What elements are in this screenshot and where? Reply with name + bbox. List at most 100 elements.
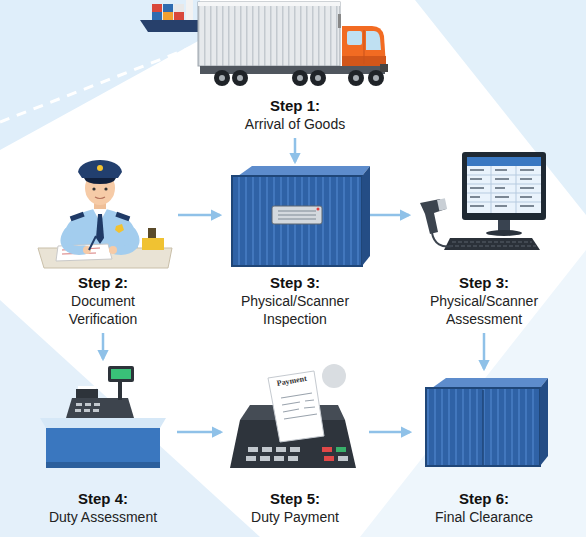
flow-arrow [483, 333, 486, 369]
duty-counter [75, 409, 81, 412]
inspection-container [232, 166, 370, 266]
connectors [103, 138, 484, 432]
computer-terminal [495, 178, 509, 180]
customs-officer [115, 212, 130, 221]
duty-counter [93, 409, 99, 412]
step-node: Step 2:Document Verification [32, 148, 174, 330]
step-label: Final Clearance [435, 508, 533, 526]
computer-terminal [520, 178, 532, 180]
payment-terminal [274, 456, 284, 461]
truck [338, 14, 341, 28]
payment-terminal [246, 456, 256, 461]
inspection-container [232, 176, 362, 266]
step-node: Step 5:Duty Payment [225, 362, 365, 528]
computer-terminal [462, 152, 546, 220]
truck [366, 31, 381, 50]
payment-terminal [322, 364, 346, 388]
truck [232, 70, 248, 86]
computer-terminal [495, 205, 507, 207]
cargo-ship [152, 4, 162, 12]
duty-counter [118, 380, 122, 400]
truck [237, 75, 243, 81]
duty-counter [46, 428, 160, 468]
truck [198, 2, 340, 6]
computer-terminal [432, 233, 452, 246]
step-number: Step 5: [270, 490, 320, 508]
truck [297, 75, 303, 81]
truck [347, 31, 362, 45]
truck [214, 70, 230, 86]
truck [380, 64, 388, 72]
customs-officer [115, 224, 124, 233]
customs-officer [116, 232, 135, 250]
truck [198, 2, 388, 86]
payment-terminal [290, 447, 300, 452]
cargo-ship [152, 12, 162, 20]
cargo-ship [174, 4, 184, 12]
payment-terminal [262, 447, 272, 452]
background [0, 300, 260, 537]
customs-officer [70, 212, 85, 221]
computer-terminal [467, 157, 541, 213]
computer-terminal [470, 169, 534, 207]
step-node: Step 6:Final Clearance [414, 372, 554, 528]
duty-counter [76, 403, 82, 406]
customs-officer [95, 197, 105, 199]
computer-terminal [420, 152, 546, 250]
step-label: Arrival of Goods [245, 115, 345, 133]
duty-counter [66, 398, 134, 418]
cleared-container [432, 378, 548, 388]
inspection-container [238, 166, 370, 176]
computer-terminal [495, 196, 509, 198]
customs-officer [96, 214, 104, 244]
step-number: Step 2: [78, 274, 128, 292]
step-number: Step 3: [270, 274, 320, 292]
cargo-ship [140, 20, 205, 32]
cleared-container [426, 378, 548, 466]
inspection-container [278, 211, 316, 219]
customs-officer [97, 165, 103, 171]
payment-terminal [281, 393, 317, 419]
payment-terminal [324, 456, 334, 461]
payment-terminal [338, 456, 348, 461]
payment-terminal [230, 364, 356, 468]
step-node: Step 3:Physical/Scanner Assessment [413, 148, 555, 330]
cleared-container [540, 378, 548, 466]
duty-counter [111, 369, 131, 379]
duty-counter [46, 462, 160, 468]
customs-officer [78, 160, 122, 178]
background [0, 46, 195, 122]
step-label: Physical/Scanner Assessment [418, 292, 550, 328]
computer-terminal [520, 205, 534, 207]
step-label: Duty Assessment [49, 508, 157, 526]
computer-terminal [486, 230, 522, 236]
step-label: Physical/Scanner Inspection [229, 292, 361, 328]
truck [368, 70, 384, 86]
duty-counter [94, 403, 100, 406]
computer-terminal [467, 157, 541, 166]
payment-terminal [248, 447, 258, 452]
computer-terminal [444, 238, 540, 250]
computer-terminal [470, 205, 484, 207]
computer-terminal [449, 242, 536, 246]
inspection-container [272, 206, 322, 224]
computer-terminal [467, 166, 541, 213]
background [415, 0, 586, 215]
computer-terminal [495, 187, 505, 189]
truck [292, 70, 308, 86]
duty-counter [108, 366, 134, 382]
step-node: Step 4:Duty Assessment [33, 362, 173, 528]
truck [219, 75, 225, 81]
receipt-text: Payment [276, 375, 307, 388]
cargo-ship [186, 0, 193, 20]
customs-officer [92, 187, 95, 190]
flow-arrow [294, 138, 297, 162]
computer-terminal [520, 196, 532, 198]
duty-counter [84, 409, 90, 412]
cargo-ship [140, 0, 205, 32]
cleared-container [426, 388, 540, 466]
payment-terminal [268, 371, 324, 442]
customs-officer [104, 187, 107, 190]
